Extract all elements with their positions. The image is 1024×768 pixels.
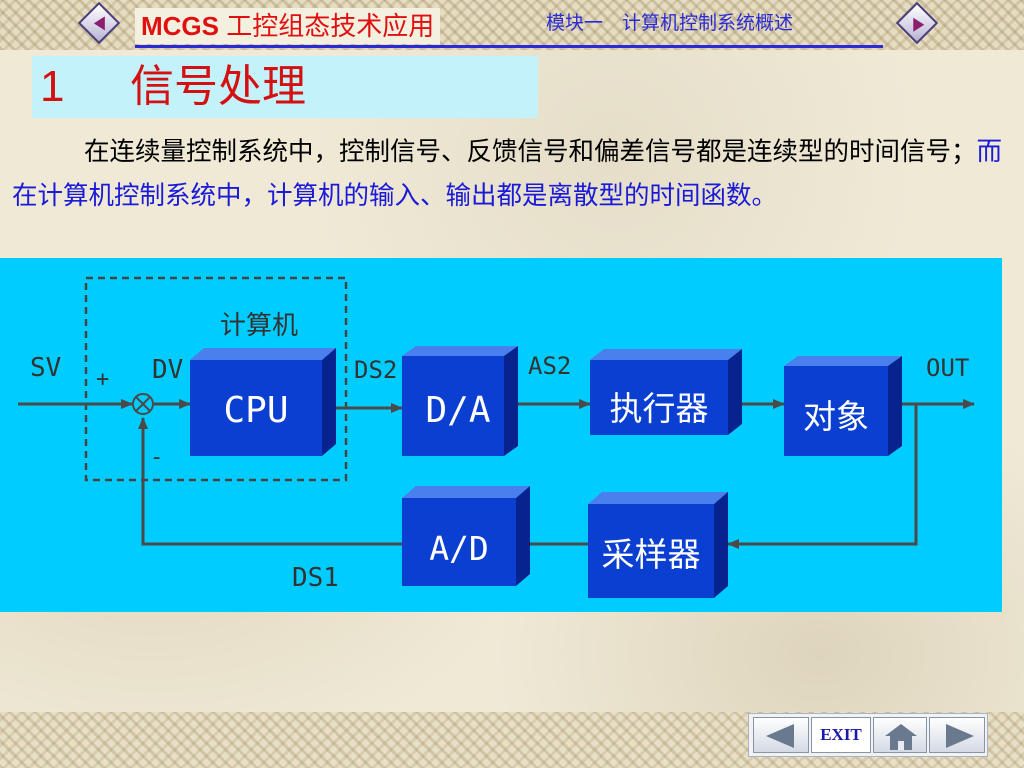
course-title-latin: MCGS: [141, 11, 219, 41]
sampler-label: 采样器: [602, 535, 701, 574]
block-da: [402, 346, 518, 456]
paragraph-normal-text: 在连续量控制系统中，控制信号、反馈信号和偏差信号都是连续型的时间信号；: [84, 137, 977, 167]
dv-signal-label: DV: [152, 355, 183, 385]
computer-boundary: [84, 276, 348, 482]
minus-sign-label: -: [150, 445, 163, 470]
as2-signal-label: AS2: [528, 352, 571, 380]
header-divider: [135, 45, 883, 48]
actuator-label: 执行器: [610, 389, 709, 428]
course-title-cjk: 工控组态技术应用: [226, 11, 435, 41]
course-title: MCGS 工控组态技术应用: [135, 8, 441, 44]
computer-label: 计算机: [220, 311, 298, 341]
plus-sign-label: +: [96, 367, 109, 392]
section-number: 1: [40, 62, 65, 111]
left-triangle-icon: [766, 724, 794, 748]
right-triangle-icon: [946, 724, 974, 748]
home-icon: [885, 724, 917, 750]
paragraph-highlight-text: 而在计算机控制系统中，计算机的输入、输出都是离散型的时间函数。: [12, 137, 1003, 211]
block-sampler: [588, 492, 728, 598]
out-signal-label: OUT: [926, 354, 969, 382]
section-heading: 信号处理: [130, 61, 306, 112]
line-out-to-sampler: [727, 404, 918, 549]
object-label: 对象: [803, 397, 869, 436]
block-ad: [402, 486, 530, 586]
module-title: 模块一 计算机控制系统概述: [546, 12, 794, 34]
ad-label: A/D: [429, 529, 489, 568]
exit-button[interactable]: EXIT: [811, 717, 871, 753]
prev-button[interactable]: [753, 717, 809, 753]
home-button[interactable]: [873, 717, 927, 753]
exit-label: EXIT: [820, 725, 862, 744]
ds2-signal-label: DS2: [354, 356, 397, 384]
summing-junction: [132, 393, 154, 415]
ds1-signal-label: DS1: [292, 563, 339, 593]
line-ad-to-sum: [138, 417, 402, 546]
control-loop-diagram: CPU D/A 执行器 对象 A/D 采样器 计算机 SV + - DV DS2…: [0, 258, 1002, 612]
da-label: D/A: [425, 390, 490, 431]
diagram-svg: CPU D/A 执行器 对象 A/D 采样器 计算机 SV + - DV DS2…: [18, 276, 975, 598]
section-title: 1 信号处理: [32, 56, 538, 118]
block-cpu: [190, 348, 336, 456]
next-button[interactable]: [929, 717, 985, 753]
navigation-bar: EXIT: [748, 713, 988, 757]
sv-signal-label: SV: [30, 353, 61, 383]
cpu-label: CPU: [223, 390, 288, 431]
body-paragraph: 在连续量控制系统中，控制信号、反馈信号和偏差信号都是连续型的时间信号；而在计算机…: [12, 130, 1012, 218]
block-object: [784, 356, 902, 456]
block-actuator: [590, 349, 742, 435]
